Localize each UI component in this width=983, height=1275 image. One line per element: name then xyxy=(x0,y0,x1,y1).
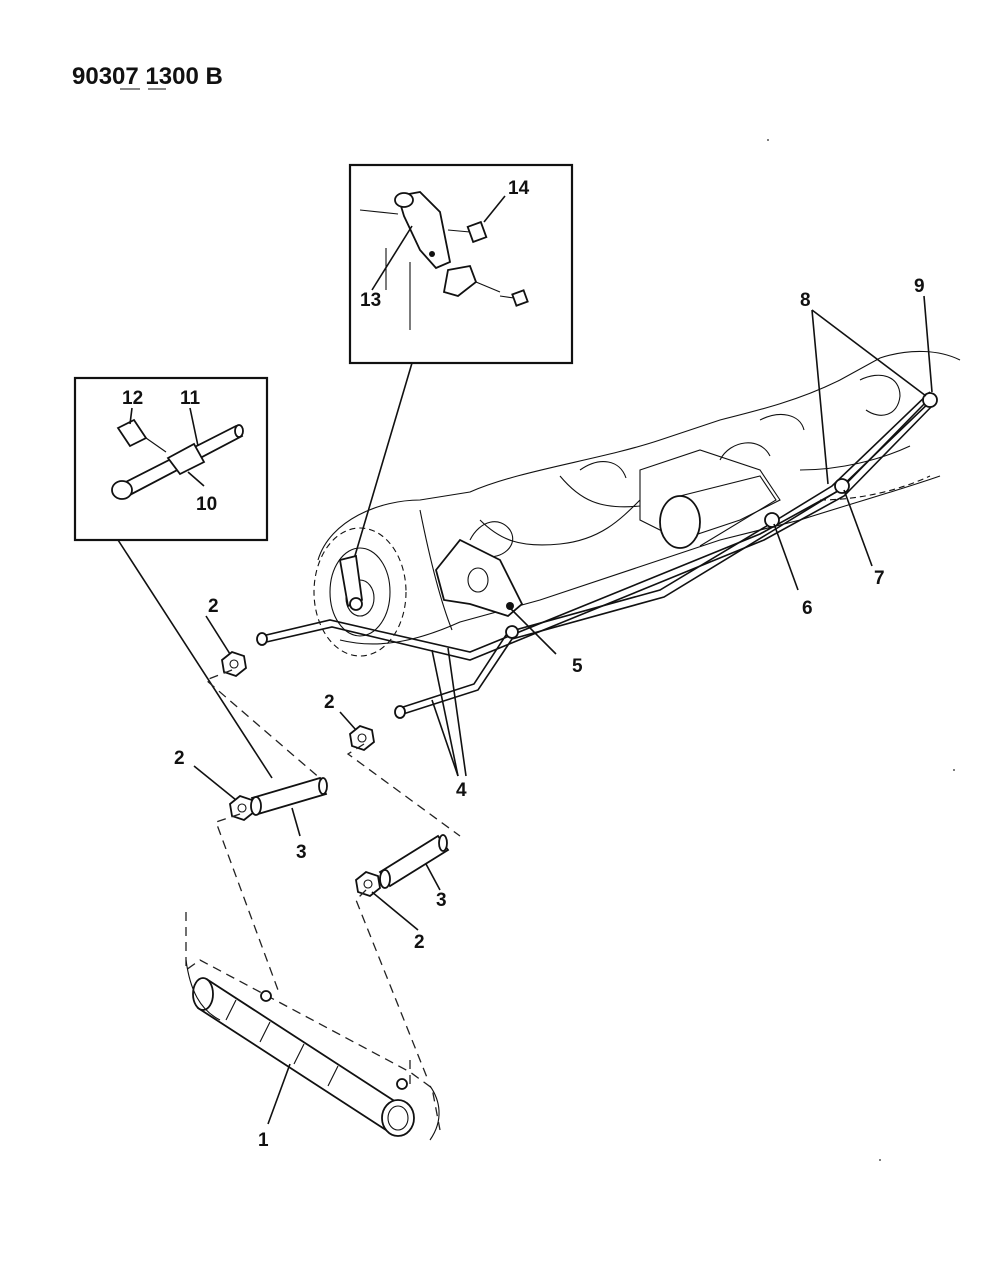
callout-2-upper-right: 2 xyxy=(324,692,335,713)
callout-2-lower-left: 2 xyxy=(174,748,185,769)
mount-bracket-part xyxy=(396,191,452,270)
inset-leader-top xyxy=(345,362,413,587)
callout-6: 6 xyxy=(802,598,813,619)
callout-13: 13 xyxy=(360,290,381,311)
oil-cooler xyxy=(185,959,440,1141)
leader-8b xyxy=(811,309,927,397)
hose-left xyxy=(250,776,328,816)
leader-6 xyxy=(773,523,799,591)
leader-4c xyxy=(447,647,467,777)
callout-14: 14 xyxy=(508,178,530,199)
callout-2-lower-right: 2 xyxy=(414,932,425,953)
leader-9 xyxy=(923,295,933,393)
line-clip-6 xyxy=(764,512,780,528)
clamp-part xyxy=(442,264,478,297)
callout-7: 7 xyxy=(874,568,885,589)
callout-5: 5 xyxy=(572,656,583,677)
leader-4a xyxy=(431,649,459,777)
hose-right xyxy=(378,834,450,889)
detail-tee-part xyxy=(166,442,206,476)
callout-1: 1 xyxy=(258,1130,269,1151)
engine-mount-bracket xyxy=(435,538,524,618)
cooler-lines xyxy=(256,391,938,719)
diagram-code: 90307 1300 B xyxy=(72,63,223,90)
leader-5 xyxy=(507,605,557,655)
callout-10: 10 xyxy=(196,494,217,515)
nut-lower-right xyxy=(355,870,381,898)
leader-8a xyxy=(811,309,829,485)
callout-8: 8 xyxy=(800,290,811,311)
callout-2-upper-left: 2 xyxy=(208,596,219,617)
bolt-part xyxy=(466,220,488,244)
callout-11: 11 xyxy=(180,388,201,409)
callout-3-right: 3 xyxy=(436,890,447,911)
flywheel-hanger xyxy=(338,554,363,608)
engine-transmission-assembly xyxy=(313,350,961,657)
nut-upper-right xyxy=(349,724,375,752)
line-clip-7 xyxy=(834,478,850,494)
callout-9: 9 xyxy=(914,276,925,297)
leader-4b xyxy=(431,699,459,777)
leader-1 xyxy=(267,1063,291,1125)
callout-4: 4 xyxy=(456,780,467,801)
inset-leader-left xyxy=(117,539,273,779)
callout-12: 12 xyxy=(122,388,143,409)
line-clip-9 xyxy=(922,392,938,408)
inset-switch-detail xyxy=(73,376,269,542)
callout-3-left: 3 xyxy=(296,842,307,863)
inset-bracket-detail xyxy=(348,163,574,365)
line-clip-5 xyxy=(505,625,519,639)
nut-upper-left xyxy=(221,650,247,678)
leader-7 xyxy=(843,489,873,567)
